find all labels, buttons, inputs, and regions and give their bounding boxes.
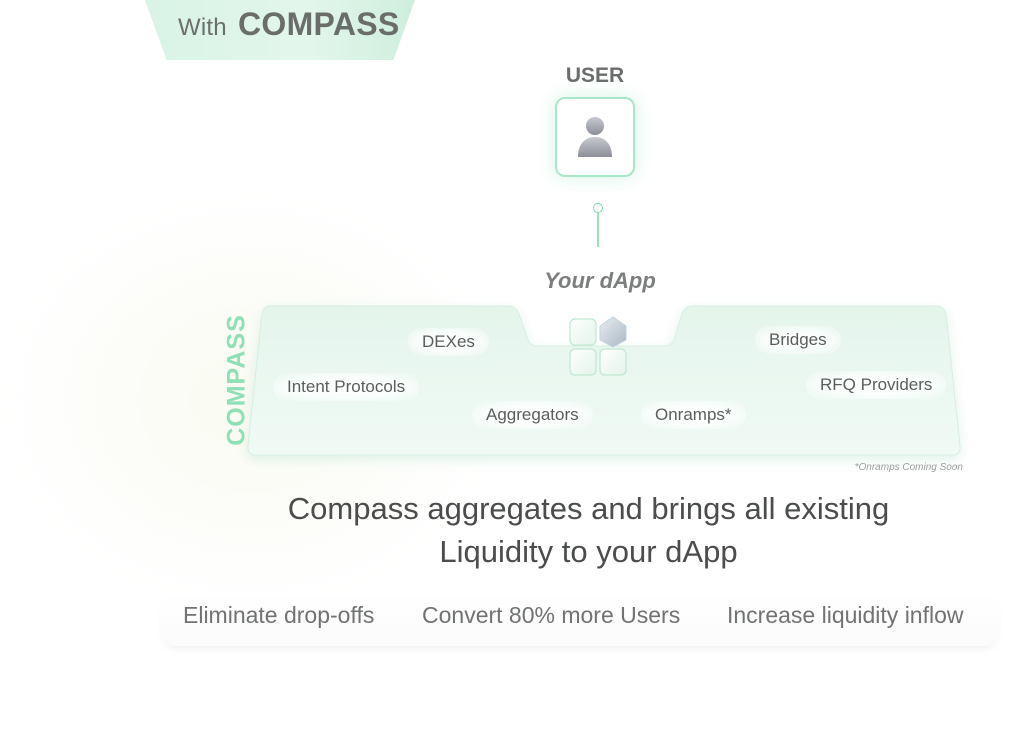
source-dexes: DEXes — [408, 328, 489, 356]
benefit-eliminate-drop-offs: Eliminate drop-offs — [183, 602, 375, 628]
dapp-label: Your dApp — [544, 268, 656, 293]
onramps-footnote: *Onramps Coming Soon — [854, 462, 963, 473]
headline: Compass aggregates and brings all existi… — [230, 487, 947, 573]
source-rfq-providers: RFQ Providers — [806, 371, 947, 399]
headline-line-1: Compass aggregates and brings all existi… — [287, 491, 890, 526]
with-label: With — [178, 14, 227, 41]
source-aggregators: Aggregators — [472, 401, 593, 429]
connector-line — [597, 213, 599, 247]
benefit-liquidity-inflow: Increase liquidity inflow — [727, 602, 964, 628]
source-intent-protocols: Intent Protocols — [273, 373, 420, 401]
user-label: USER — [565, 64, 625, 87]
user-avatar-icon — [578, 117, 612, 157]
brand-title: COMPASS — [238, 6, 400, 42]
headline-line-2: Liquidity to your dApp — [439, 534, 738, 569]
benefit-convert-users: Convert 80% more Users — [422, 602, 681, 628]
header-tab — [145, 0, 415, 60]
benefits-bar — [160, 592, 1000, 646]
source-bridges: Bridges — [755, 326, 841, 354]
source-onramps: Onramps* — [641, 401, 746, 429]
user-card — [555, 97, 635, 177]
connector-node — [593, 203, 603, 213]
